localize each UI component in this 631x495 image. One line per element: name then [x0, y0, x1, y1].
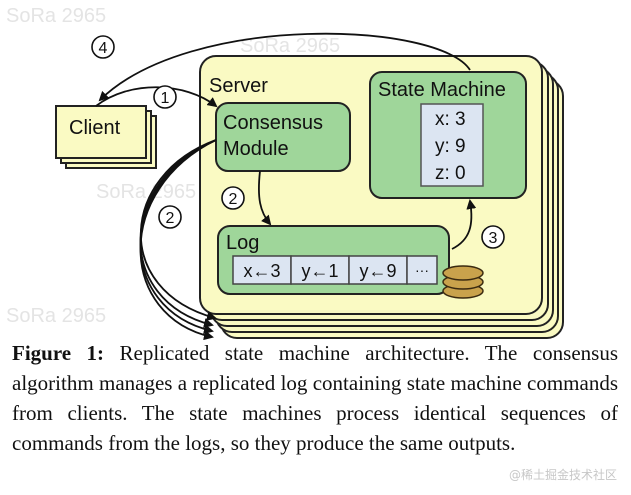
watermark-text: SoRa 2965: [6, 305, 106, 327]
caption-label: Figure 1:: [12, 341, 105, 365]
arrow-step-3: [451, 199, 477, 250]
step-marker-4-circle: [91, 35, 115, 59]
figure-caption: Figure 1: Replicated state machine archi…: [12, 338, 618, 458]
step-marker-4: 4: [99, 40, 108, 57]
log-entry-2: y←1: [301, 261, 338, 281]
client-box: [55, 105, 147, 159]
step-marker-1-circle: [153, 85, 177, 109]
caption-text: Replicated state machine architecture. T…: [12, 341, 618, 455]
log-entry-3: y←9: [359, 261, 396, 281]
log-entry-cell: [406, 255, 438, 285]
step-marker-3-circle: [481, 225, 505, 249]
step-marker-1: 1: [161, 90, 170, 107]
watermark-text: SoRa 2965: [96, 181, 196, 203]
log-entry-cell: [232, 255, 292, 285]
client-stack: [55, 105, 157, 169]
step-marker-2b-circle: [158, 205, 182, 229]
state-value-y: y: 9: [435, 136, 466, 157]
log-entries: x←3 y←1 y←9 ···: [232, 255, 438, 285]
step-marker-3: 3: [489, 230, 498, 247]
step-marker-2b: 2: [166, 210, 175, 227]
server-label: Server: [209, 75, 268, 97]
arrow-step-1: [95, 86, 218, 108]
state-values-box: [420, 103, 484, 187]
state-value-x: x: 3: [435, 109, 466, 130]
state-value-z: z: 0: [435, 163, 466, 184]
arrow-step-2: [257, 170, 272, 226]
arrows-replication-fan: [139, 139, 217, 341]
consensus-label-line2: Module: [223, 138, 289, 160]
log-entry-cell: [348, 255, 408, 285]
log-entry-1: x←3: [243, 261, 280, 281]
watermark-text: SoRa 2965: [240, 35, 340, 57]
step-marker-2: 2: [229, 191, 238, 208]
consensus-module-box: [215, 102, 351, 172]
log-entry-ellipsis: ···: [415, 262, 429, 278]
log-label: Log: [226, 232, 259, 254]
state-machine-label: State Machine: [378, 79, 506, 101]
log-entry-cell: [290, 255, 350, 285]
client-label: Client: [69, 117, 121, 139]
step-marker-2-circle: [221, 186, 245, 210]
step-markers: 4 1 2 2 3: [91, 35, 505, 249]
watermark-text: SoRa 2965: [6, 5, 106, 27]
disk-storage-icon: [442, 265, 484, 299]
arrow-step-4: [98, 32, 471, 102]
background-watermark: SoRa 2965 SoRa 2965 SoRa 2965 SoRa 2965: [6, 5, 340, 327]
site-watermark: @稀土掘金技术社区: [508, 468, 617, 482]
consensus-label-line1: Consensus: [223, 112, 323, 134]
